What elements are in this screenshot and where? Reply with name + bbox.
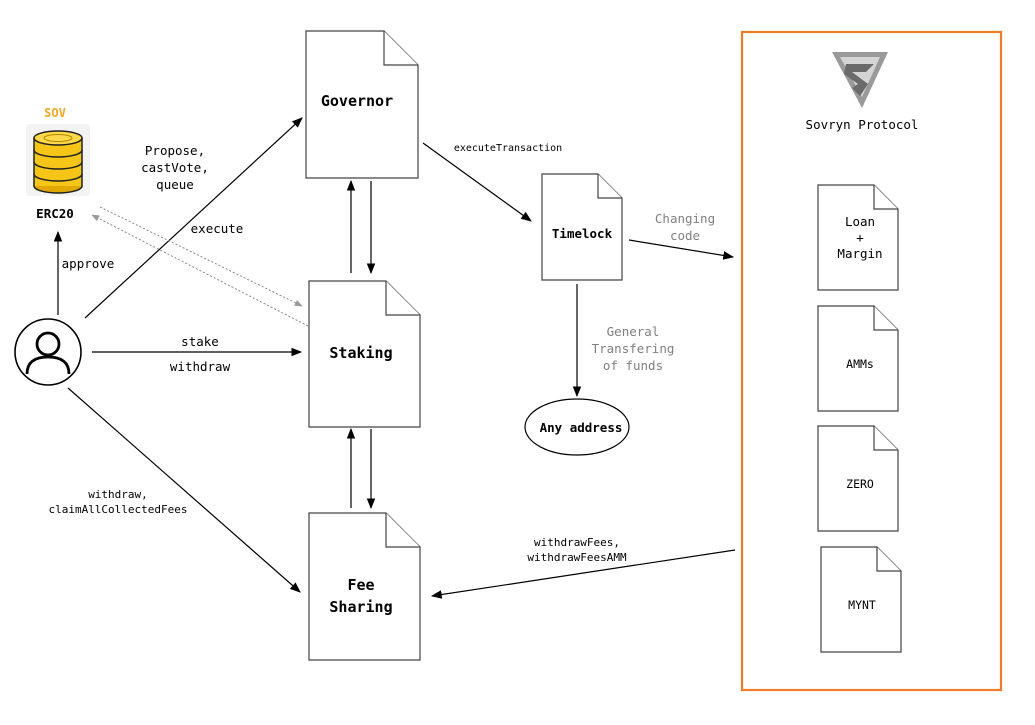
fee-sharing-label-line1: Fee (347, 576, 374, 594)
stake-label: stake (181, 334, 219, 349)
sovryn-protocol-box: Sovryn Protocol Loan + Margin AMMs ZERO … (740, 30, 1003, 692)
user-icon (14, 318, 82, 386)
loan-margin-module: Loan + Margin (817, 184, 899, 291)
withdraw-fees-label-line1: withdrawFees, (534, 536, 620, 549)
loan-label-line2: + (856, 230, 864, 245)
erc20-staking-dotted-arrow (99, 206, 303, 307)
mynt-label: MYNT (848, 598, 876, 612)
general-label-line3: of funds (603, 358, 663, 373)
timelock-node: Timelock (541, 173, 623, 281)
staking-erc20-dotted-arrow (91, 214, 309, 327)
withdraw-fees-label-line2: withdrawFeesAMM (527, 551, 627, 564)
sovryn-logo-icon (832, 52, 888, 108)
governor-label: Governor (321, 92, 393, 110)
protocol-feesharing-arrow (430, 549, 736, 599)
approve-label: approve (62, 256, 115, 271)
propose-label-line1: Propose, (145, 143, 205, 158)
timelock-protocol-arrow (628, 239, 735, 260)
general-label-line1: General (607, 324, 660, 339)
staking-node: Staking (308, 280, 421, 428)
erc20-label: ERC20 (36, 206, 74, 221)
any-address-label: Any address (540, 420, 623, 435)
edge-labels: approve Propose, castVote, queue execute… (48, 143, 715, 564)
amms-module: AMMs (817, 305, 899, 412)
zero-label: ZERO (846, 477, 874, 491)
user-feesharing-arrow (67, 387, 301, 593)
edges (53, 117, 736, 599)
general-label-line2: Transfering (592, 341, 675, 356)
withdraw-label: withdraw (170, 359, 231, 374)
changing-code-label-line2: code (670, 228, 700, 243)
governor-timelock-arrow (422, 142, 532, 222)
protocol-border (740, 30, 1003, 692)
protocol-title: Sovryn Protocol (806, 117, 919, 132)
user-governor-arrow (84, 117, 303, 319)
loan-label-line1: Loan (845, 214, 875, 229)
execute-label: execute (191, 221, 244, 236)
mynt-module: MYNT (820, 546, 902, 653)
execute-transaction-label: executeTransaction (454, 143, 562, 154)
propose-label-line3: queue (156, 177, 194, 192)
fee-sharing-label-line2: Sharing (329, 598, 392, 616)
propose-label-line2: castVote, (141, 160, 209, 175)
timelock-label: Timelock (552, 226, 613, 241)
changing-code-label-line1: Changing (655, 211, 715, 226)
governor-node: Governor (305, 30, 419, 179)
withdraw-claim-label-line2: claimAllCollectedFees (48, 503, 187, 516)
zero-module: ZERO (817, 425, 899, 532)
loan-label-line3: Margin (837, 246, 882, 261)
sov-token: SOV ERC20 (26, 106, 90, 221)
any-address-node: Any address (524, 398, 630, 456)
staking-label: Staking (329, 344, 392, 362)
fee-sharing-node: Fee Sharing (308, 512, 421, 661)
coin-stack-icon (26, 124, 90, 196)
amms-label: AMMs (846, 357, 874, 371)
withdraw-claim-label-line1: withdraw, (88, 488, 148, 501)
token-symbol: SOV (44, 106, 66, 120)
